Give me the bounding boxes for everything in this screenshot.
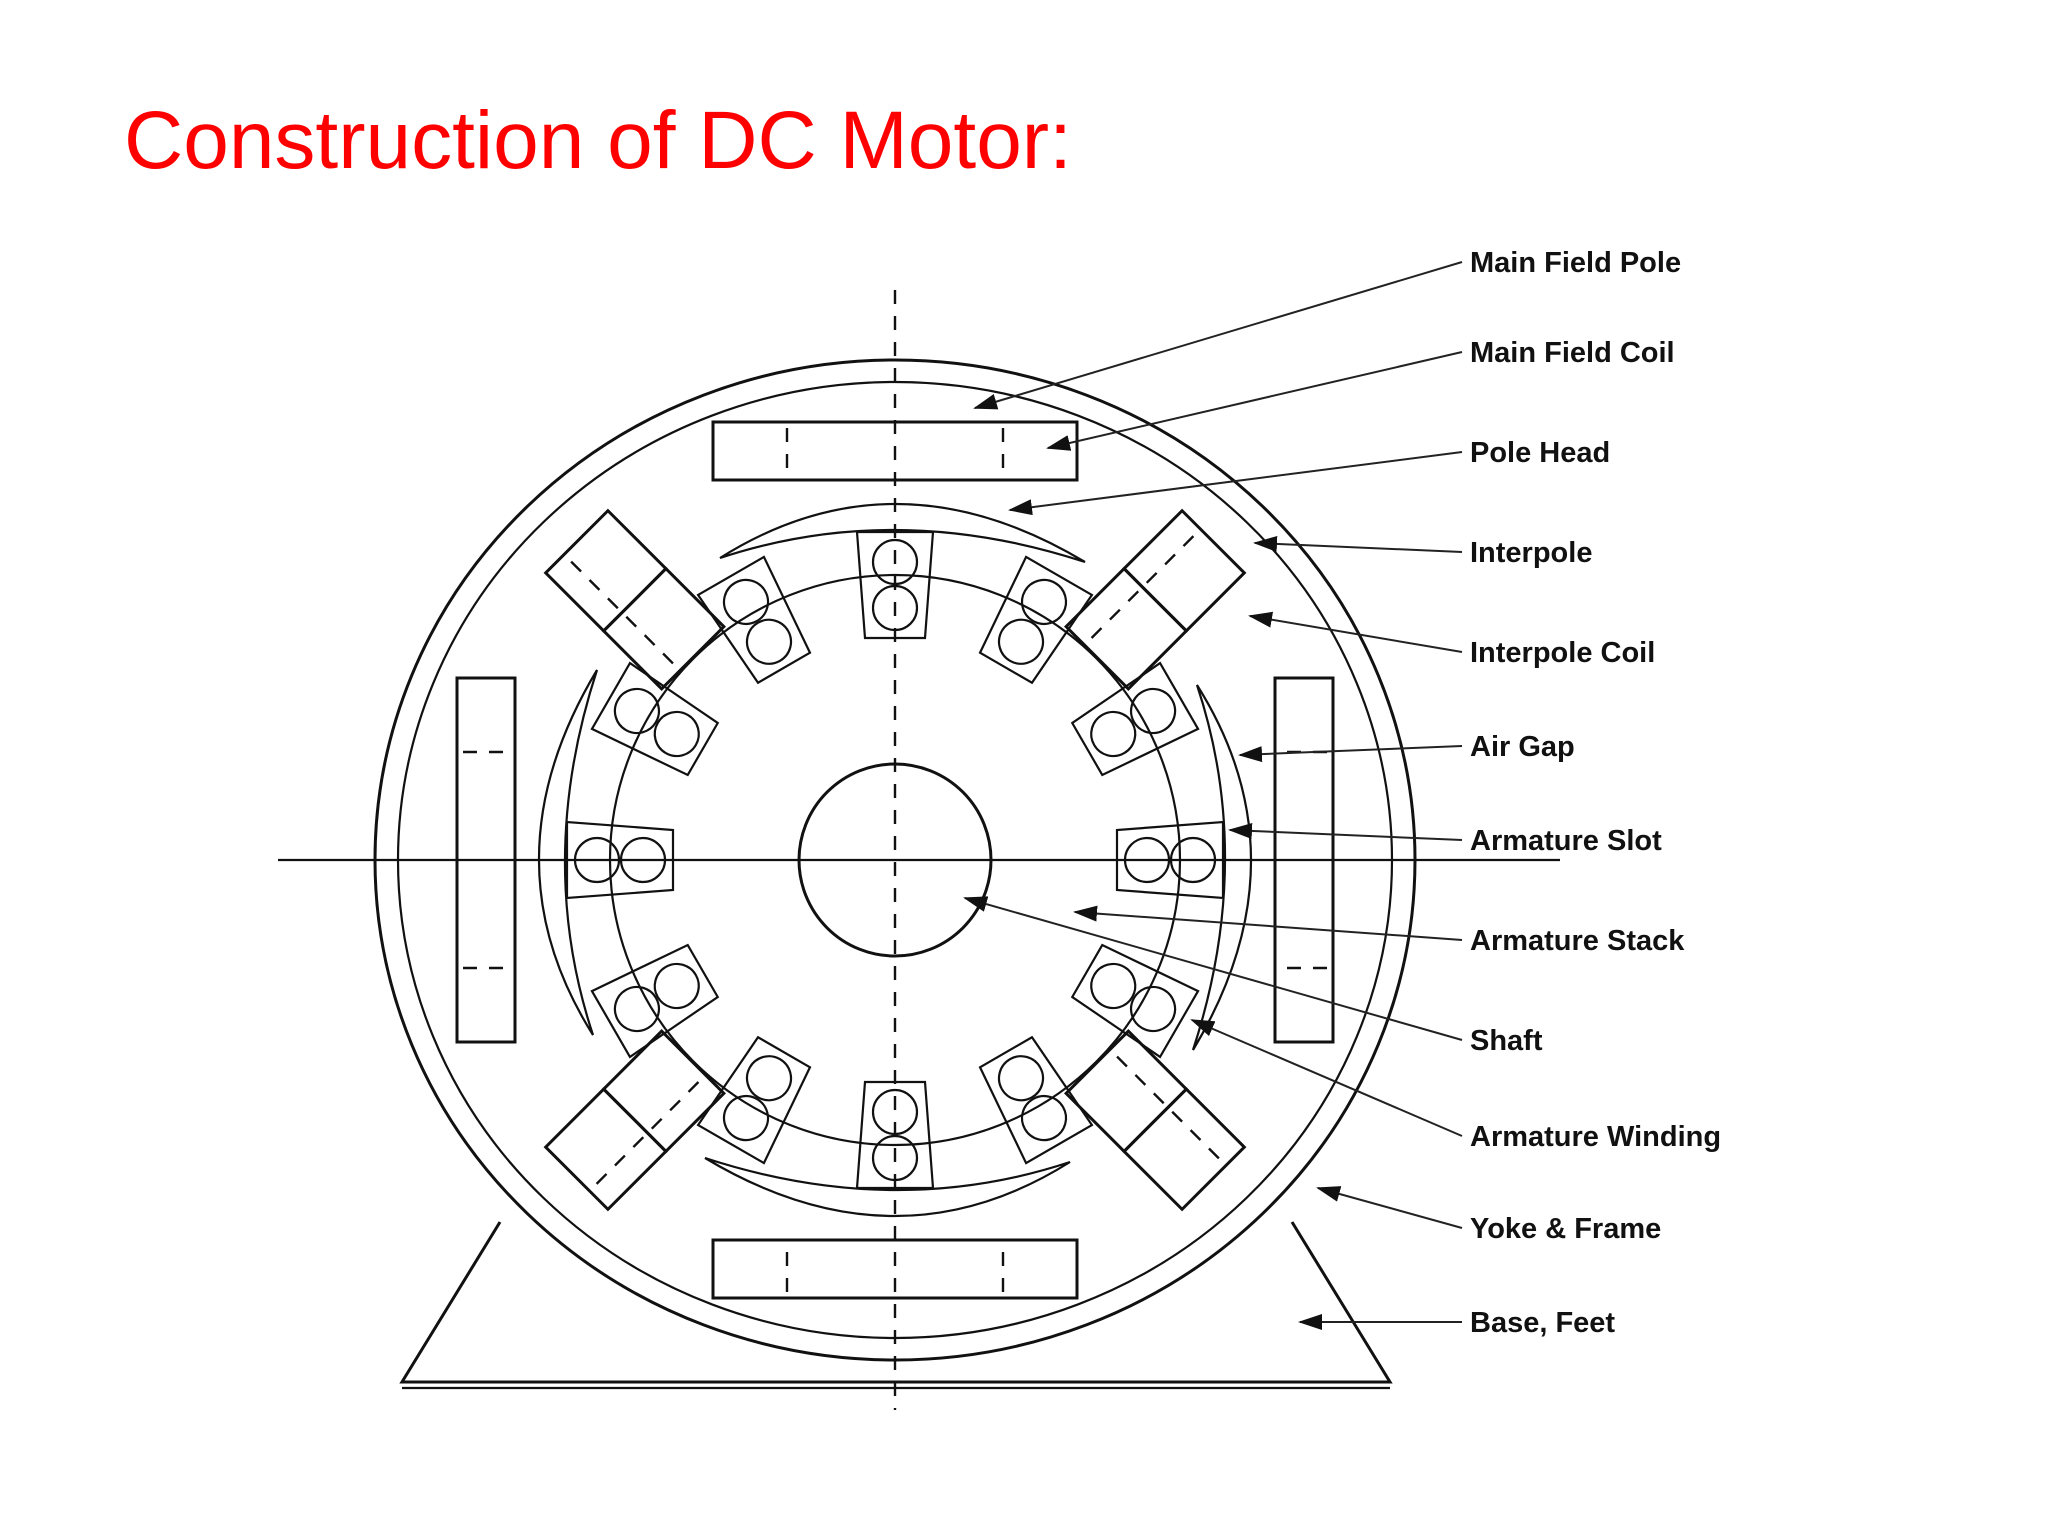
armature-slot — [1115, 820, 1225, 900]
leader-line — [1238, 745, 1463, 763]
label-shaft: Shaft — [1470, 1025, 1543, 1057]
armature-slot — [978, 555, 1094, 685]
interpole — [543, 508, 669, 634]
interpole-0 — [543, 508, 727, 692]
leader-line — [1316, 1186, 1463, 1229]
label-main-field-pole: Main Field Pole — [1470, 247, 1681, 279]
leader-line — [1228, 822, 1463, 841]
armature-slot-2 — [1070, 661, 1200, 777]
leader-line — [1253, 535, 1463, 553]
armature-winding — [745, 1055, 793, 1102]
label-leaders — [963, 261, 1463, 1330]
pole-head — [1191, 684, 1253, 1051]
label-yoke-frame: Yoke & Frame — [1470, 1213, 1661, 1245]
leader-line — [963, 896, 1463, 1041]
interpole-coil — [601, 566, 727, 692]
armature-winding — [722, 578, 770, 626]
label-main-field-coil: Main Field Coil — [1470, 337, 1675, 369]
armature-slot — [590, 661, 720, 777]
armature-winding — [1090, 710, 1137, 758]
interpole-2 — [1063, 1028, 1247, 1212]
armature-winding — [653, 962, 700, 1010]
armature-slot — [855, 1080, 935, 1190]
pole-head — [719, 502, 1086, 564]
leader-line — [1008, 451, 1463, 516]
label-base-feet: Base, Feet — [1470, 1307, 1615, 1339]
armature-slot-8 — [590, 943, 720, 1059]
armature-slot-11 — [696, 555, 812, 685]
armature-slot — [855, 530, 935, 640]
armature-slot — [565, 820, 675, 900]
pole-head — [704, 1156, 1071, 1218]
interpole-1 — [1063, 508, 1247, 692]
armature-slot-10 — [590, 661, 720, 777]
label-armature-slot: Armature Slot — [1470, 825, 1662, 857]
armature-winding — [1020, 1094, 1068, 1142]
armature-winding — [1020, 578, 1068, 626]
armature-slot — [1070, 661, 1200, 777]
leader-line — [1190, 1019, 1463, 1137]
armature-winding — [997, 618, 1045, 665]
armature-winding — [1129, 687, 1177, 735]
armature-winding — [653, 710, 700, 758]
armature-winding — [613, 687, 661, 735]
interpole — [543, 1086, 669, 1212]
armature-slot — [696, 1035, 812, 1165]
armature-winding — [1090, 962, 1137, 1010]
label-air-gap: Air Gap — [1470, 731, 1575, 763]
label-pole-head: Pole Head — [1470, 437, 1610, 469]
interpole-coil — [601, 1028, 727, 1154]
interpole-coil — [1063, 566, 1189, 692]
leader-line — [1046, 351, 1463, 451]
leader-line — [1073, 905, 1463, 941]
interpole — [1121, 1086, 1247, 1212]
armature-winding — [613, 985, 661, 1033]
armature-winding — [722, 1094, 770, 1142]
armature-slot-4 — [1070, 943, 1200, 1059]
armature-slot — [1070, 943, 1200, 1059]
armature-slot — [590, 943, 720, 1059]
armature-winding — [1129, 985, 1177, 1033]
armature-winding — [745, 618, 793, 665]
label-armature-winding: Armature Winding — [1470, 1121, 1721, 1153]
label-interpole-coil: Interpole Coil — [1470, 637, 1655, 669]
armature-slot — [978, 1035, 1094, 1165]
slide-title: Construction of DC Motor: — [124, 95, 1072, 186]
interpole-coil — [1063, 1028, 1189, 1154]
interpole-3 — [543, 1028, 727, 1212]
label-interpole: Interpole — [1470, 537, 1592, 569]
armature-slot — [696, 555, 812, 685]
armature-slot-1 — [978, 555, 1094, 685]
motor-cross-section — [278, 290, 1560, 1410]
interpole — [1121, 508, 1247, 634]
pole-head — [537, 669, 599, 1036]
armature-slot-7 — [696, 1035, 812, 1165]
armature-slot-5 — [978, 1035, 1094, 1165]
label-armature-stack: Armature Stack — [1470, 925, 1685, 957]
armature-winding — [997, 1055, 1045, 1102]
leader-line — [1248, 611, 1463, 653]
leader-line — [973, 261, 1463, 410]
